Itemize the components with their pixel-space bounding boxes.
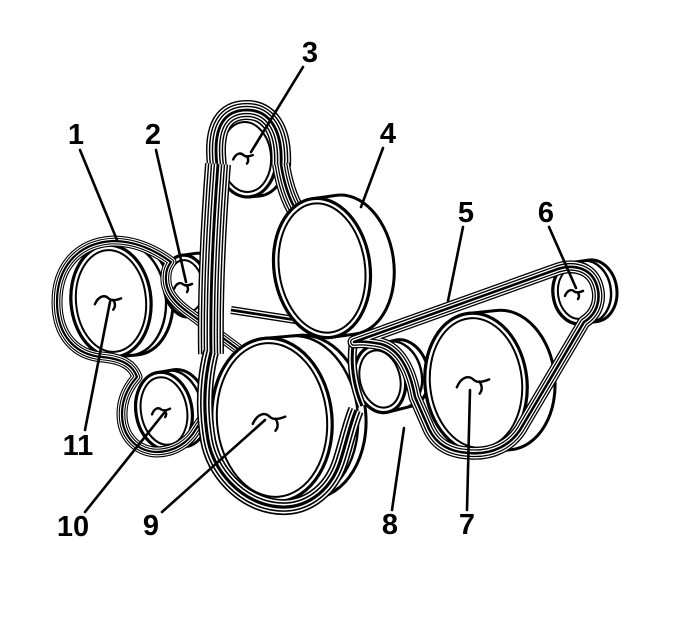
belt-crank-wrap [196,350,364,516]
belt-left-loop [51,235,246,458]
callout-10-number: 10 [57,511,89,543]
callout-9-leader-line [160,418,267,514]
pulley-6-groove-arc-0 [582,259,613,324]
callout-7: 7 [459,388,475,541]
pulley-9-rim-ring [215,342,329,498]
pulley-8-rim-ring [358,349,402,409]
callout-11: 11 [63,300,112,462]
belt-left-loop-rib-4 [55,239,243,454]
pulley-9-center-mark [251,412,287,432]
callout-8-number: 8 [382,509,398,541]
belt-vertical-rib-8 [209,163,220,355]
callout-2-leader-line [154,148,188,284]
callout-2: 2 [145,119,188,284]
pulley-1-center-mark [93,295,123,311]
callout-4-number: 4 [380,118,396,150]
callout-7-leader-line [465,388,472,512]
callout-8: 8 [382,426,406,541]
callout-4: 4 [359,118,396,209]
belt-link-rib-2 [350,344,364,407]
pulley-2-center-mark [172,281,194,294]
callout-5-leader-line [446,225,465,303]
callout-3-leader-line [249,65,305,154]
callout-1-number: 1 [68,119,84,151]
callout-3: 3 [249,37,318,154]
pulley-9 [210,333,368,504]
pulley-4-face [271,196,373,340]
belt-crank-wrap-rib-4 [203,351,358,509]
belt-top-wrap [206,100,292,168]
callout-11-leader-line [83,300,112,432]
pulley-1-rim-ring [74,249,148,353]
belt-vertical [197,163,231,355]
pulley-4 [271,193,396,340]
callout-1: 1 [68,119,119,242]
belt-link [347,344,367,408]
callout-3-number: 3 [302,37,318,69]
pulley-6-center-mark [563,288,585,301]
callout-6-number: 6 [538,197,554,229]
pulley-4-rim-ring [277,202,367,334]
callout-10-leader-line [83,411,166,514]
callout-10: 10 [57,411,166,543]
pulley-1 [69,241,175,359]
pulley-7-center-mark [455,376,491,395]
callout-5: 5 [446,197,474,303]
callout-7-number: 7 [459,509,475,541]
callout-4-leader-line [359,146,385,209]
callout-11-number: 11 [63,430,94,462]
callout-6-leader-line [547,225,578,290]
callout-9: 9 [143,418,267,542]
callout-6: 6 [538,197,578,290]
pulley-3-center-mark [231,152,255,165]
pulley-8 [352,338,431,415]
callout-2-number: 2 [145,119,161,151]
callout-9-number: 9 [143,510,159,542]
callout-8-leader-line [390,426,406,512]
belt-top-wrap-rib-6 [214,108,283,167]
callout-5-number: 5 [458,197,474,229]
callout-1-leader-line [78,148,119,242]
pulley-10-center-mark [150,407,172,419]
